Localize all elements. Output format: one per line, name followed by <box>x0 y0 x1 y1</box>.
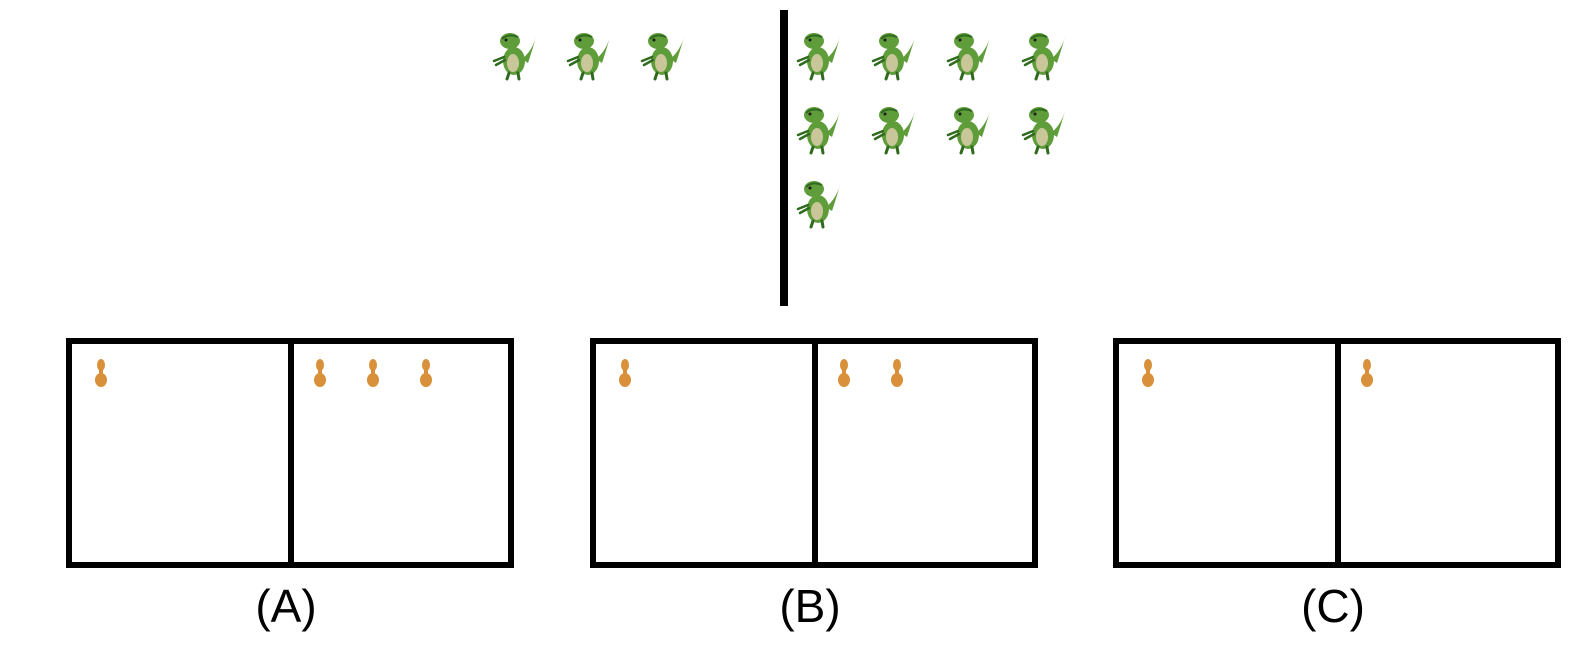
acorn-icon <box>1360 358 1374 388</box>
option-b-label[interactable]: (B) <box>779 580 841 632</box>
acorn-icon <box>618 358 632 388</box>
acorn-icon <box>94 358 108 388</box>
dinosaur-icon <box>871 29 917 81</box>
option-a-label[interactable]: (A) <box>255 580 317 632</box>
acorn-icon <box>419 358 433 388</box>
dinosaur-icon <box>946 103 992 155</box>
option-c-box[interactable] <box>1113 338 1561 568</box>
dinosaur-icon <box>796 177 842 229</box>
dinosaur-icon <box>871 103 917 155</box>
option-c-label[interactable]: (C) <box>1301 580 1365 632</box>
acorn-icon <box>890 358 904 388</box>
dinosaur-icon <box>946 29 992 81</box>
divider-line <box>780 10 788 306</box>
dinosaur-icon <box>1021 103 1067 155</box>
option-b-box[interactable] <box>590 338 1038 568</box>
option-c-divider <box>1335 344 1341 562</box>
acorn-icon <box>313 358 327 388</box>
dinosaur-icon <box>566 29 612 81</box>
acorn-icon <box>837 358 851 388</box>
dinosaur-icon <box>640 29 686 81</box>
acorn-icon <box>1141 358 1155 388</box>
option-a-box[interactable] <box>66 338 514 568</box>
option-b-divider <box>812 344 818 562</box>
dinosaur-icon <box>796 103 842 155</box>
acorn-icon <box>366 358 380 388</box>
dinosaur-icon <box>492 29 538 81</box>
dinosaur-icon <box>796 29 842 81</box>
option-a-divider <box>288 344 294 562</box>
dinosaur-icon <box>1021 29 1067 81</box>
